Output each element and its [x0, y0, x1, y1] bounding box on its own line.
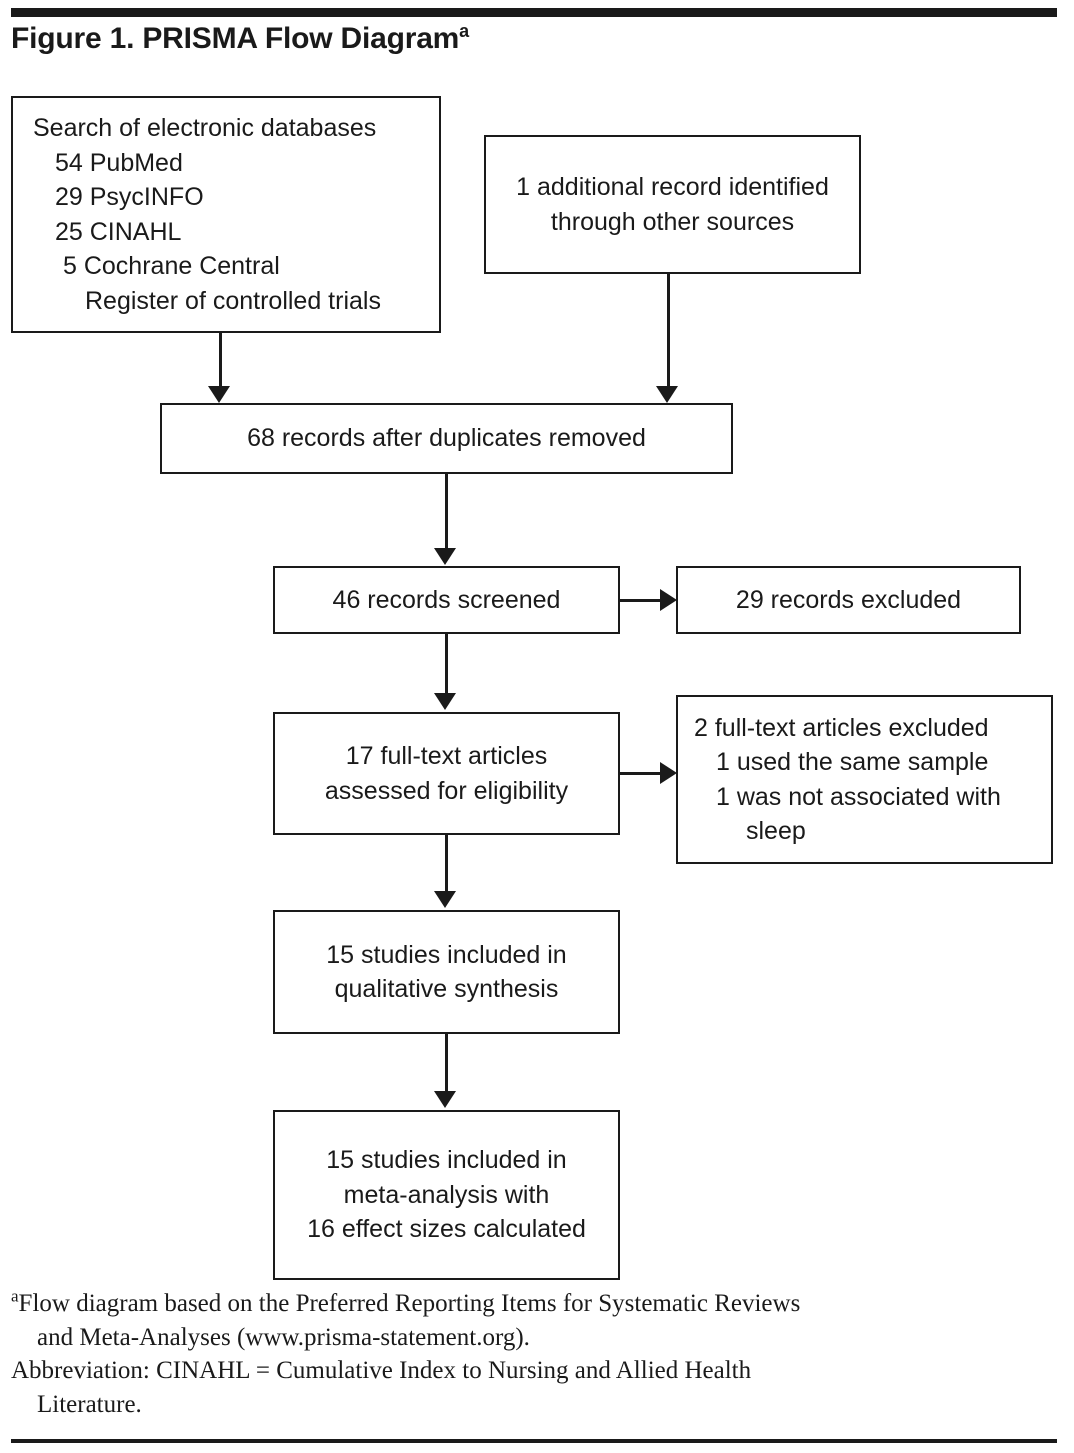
node-search-of-databases: Search of electronic databases 54 PubMed…: [11, 96, 441, 333]
footnote-a-text-1: Flow diagram based on the Preferred Repo…: [18, 1290, 801, 1318]
figure-footnotes: aFlow diagram based on the Preferred Rep…: [11, 1286, 1061, 1422]
additional-line-1: 1 additional record identified: [516, 173, 829, 201]
figure-title-footnote-marker: a: [459, 21, 469, 41]
node-fulltext-excluded: 2 full-text articles excluded 1 used the…: [676, 695, 1053, 864]
connector-dedup-to-screened: [445, 474, 448, 549]
connector-screened-to-fulltext: [445, 634, 448, 694]
node-records-screened: 46 records screened: [273, 566, 620, 634]
connector-fulltext-to-ftexcluded: [620, 772, 662, 775]
fulltext-line-1: 17 full-text articles: [345, 742, 548, 770]
databases-line-register: Register of controlled trials: [85, 286, 381, 315]
connector-additional-to-dedup: [667, 274, 670, 387]
footnote-marker-a: a: [11, 1287, 19, 1306]
arrowhead-fulltext-to-qualitative: [434, 891, 456, 908]
meta-line-3: 16 effect sizes calculated: [307, 1215, 586, 1244]
excluded-line-1: 29 records excluded: [735, 585, 962, 614]
node-additional-records: 1 additional record identified through o…: [484, 135, 861, 274]
arrowhead-additional-to-dedup: [656, 386, 678, 403]
footnote-a-line-2: and Meta-Analyses (www.prisma-statement.…: [11, 1322, 1061, 1355]
footnote-abbrev-text-1: Abbreviation: CINAHL = Cumulative Index …: [11, 1357, 752, 1385]
node-fulltext-assessed: 17 full-text articles assessed for eligi…: [273, 712, 620, 835]
ftexcluded-line-reason1: 1 used the same sample: [716, 748, 989, 776]
connector-databases-to-dedup: [219, 333, 222, 387]
arrowhead-databases-to-dedup: [208, 386, 230, 403]
databases-line-cinahl: 25 CINAHL: [55, 217, 182, 246]
qualitative-line-2: qualitative synthesis: [334, 975, 559, 1003]
footnote-a-text-2: and Meta-Analyses (www.prisma-statement.…: [37, 1323, 530, 1351]
footnote-abbrev-text-2: Literature.: [37, 1390, 142, 1418]
arrowhead-dedup-to-screened: [434, 548, 456, 565]
arrowhead-screened-to-excluded: [660, 589, 677, 611]
ftexcluded-line-reason2: 1 was not associated with: [716, 782, 1001, 811]
bottom-rule: [11, 1439, 1057, 1443]
databases-line-cochrane: 5 Cochrane Central: [63, 252, 280, 280]
fulltext-line-2: assessed for eligibility: [324, 776, 569, 805]
arrowhead-qualitative-to-meta: [434, 1091, 456, 1108]
node-qualitative-synthesis: 15 studies included in qualitative synth…: [273, 910, 620, 1034]
screened-line-1: 46 records screened: [332, 585, 561, 614]
databases-line-psycinfo: 29 PsycINFO: [55, 183, 204, 211]
footnote-a-line-1: aFlow diagram based on the Preferred Rep…: [11, 1286, 1061, 1321]
connector-screened-to-excluded: [620, 599, 662, 602]
connector-qualitative-to-meta: [445, 1034, 448, 1092]
top-rule: [11, 8, 1057, 17]
ftexcluded-line-heading: 2 full-text articles excluded: [694, 713, 989, 742]
node-records-excluded: 29 records excluded: [676, 566, 1021, 634]
databases-line-pubmed: 54 PubMed: [55, 148, 183, 177]
node-records-after-duplicates-removed: 68 records after duplicates removed: [160, 403, 733, 474]
meta-line-1: 15 studies included in: [326, 1146, 567, 1175]
page-title: Figure 1. PRISMA Flow Diagrama: [11, 21, 469, 55]
arrowhead-fulltext-to-ftexcluded: [660, 762, 677, 784]
connector-fulltext-to-qualitative: [445, 835, 448, 892]
meta-line-2: meta-analysis with: [343, 1180, 550, 1209]
node-meta-analysis: 15 studies included in meta-analysis wit…: [273, 1110, 620, 1280]
additional-line-2: through other sources: [550, 207, 795, 236]
figure-title-text: Figure 1. PRISMA Flow Diagram: [11, 22, 460, 55]
arrowhead-screened-to-fulltext: [434, 693, 456, 710]
dedup-line-1: 68 records after duplicates removed: [247, 424, 646, 453]
ftexcluded-line-reason2-cont: sleep: [746, 817, 806, 845]
footnote-abbrev-line-2: Literature.: [11, 1389, 1061, 1422]
qualitative-line-1: 15 studies included in: [326, 940, 567, 969]
footnote-abbrev-line-1: Abbreviation: CINAHL = Cumulative Index …: [11, 1355, 1061, 1388]
databases-line-heading: Search of electronic databases: [33, 114, 377, 142]
